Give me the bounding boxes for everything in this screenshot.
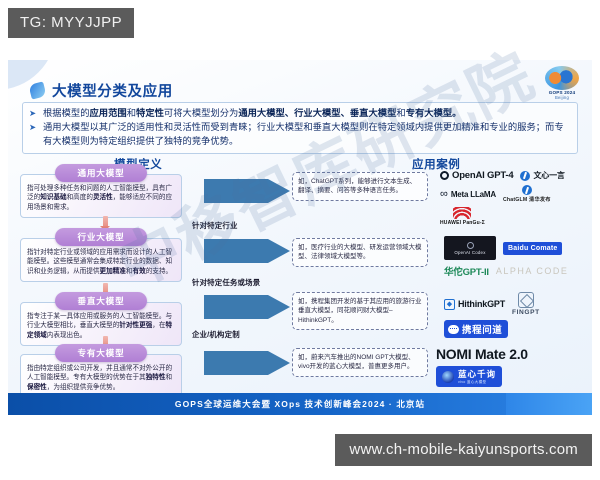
- slide-title-row: 大模型分类及应用: [28, 80, 173, 101]
- flow-chevron-2: [204, 236, 290, 266]
- gops-logo-mark-icon: [545, 66, 579, 90]
- lanxin-orb-icon: [442, 370, 454, 383]
- wenxin-mark-icon: [520, 170, 531, 181]
- column-header-cases: 应用案例: [412, 159, 461, 171]
- fingpt-label: FINGPT: [512, 309, 540, 316]
- fingpt-cube-icon: [517, 292, 534, 308]
- gops-logo-line2: Beijing: [555, 95, 569, 100]
- pill-label-1: 通用大模型: [55, 164, 147, 182]
- flow-chevron-4: [204, 348, 290, 378]
- logo-nomi-mate: NOMI Mate 2.0: [436, 346, 528, 362]
- case-logos-2: OpenAI Codex Baidu Comate 华佗GPT-II ALPHA…: [444, 236, 586, 278]
- case-logos-4: NOMI Mate 2.0 蓝心千询 vivo 蓝心大模型: [436, 346, 586, 387]
- arrow-bullet-icon: ➤: [29, 108, 37, 118]
- huatuo-label: 华佗GPT-II: [444, 267, 489, 278]
- hithink-label: HithinkGPT: [458, 299, 505, 309]
- pill-label-4: 专有大模型: [55, 344, 147, 362]
- case-text-3: 如，携程集团开发的基于其应用的旅游行业垂直大模型，同花顺问财大模型–Hithin…: [292, 292, 428, 331]
- xiecheng-bubble-icon: [448, 324, 459, 334]
- slide-footer-accent: [506, 393, 592, 415]
- definition-text-3: 指专注于某一具体应用或服务的人工智能模型。与行业大模型相比，垂直大模型的针对性更…: [20, 301, 182, 347]
- flow-chevron-1: [204, 176, 290, 206]
- definition-row-2: 行业大模型 指针对特定行业或领域的应用需求而设计的人工智能模型。这些模型通常会集…: [20, 228, 182, 283]
- logo-xiecheng-wendao: 携程问道: [444, 320, 509, 338]
- title-bullet-icon: [28, 81, 47, 100]
- openai-label: OpenAI GPT-4: [452, 170, 514, 181]
- logo-openai: OpenAI GPT-4: [440, 170, 514, 181]
- logo-lanxin-qianxun: 蓝心千询 vivo 蓝心大模型: [436, 366, 503, 387]
- case-text-1: 如，ChatGPT系列，能够进行文本生成、翻译、摘要、问答等多种语言任务。: [292, 172, 428, 201]
- logo-baidu-comate: Baidu Comate: [503, 241, 563, 255]
- slide-title: 大模型分类及应用: [52, 84, 173, 100]
- logo-openai-codex: OpenAI Codex: [444, 236, 496, 260]
- definition-row-4: 专有大模型 指由特定组织或公司开发，并且通常不对外公开的人工智能模型。专有大模型…: [20, 344, 182, 399]
- pill-label-3: 垂直大模型: [55, 292, 147, 310]
- xiecheng-label: 携程问道: [462, 325, 503, 336]
- case-text-2: 如，医疗行业的大模型、研发运营领域大模型、法律领域大模型等。: [292, 238, 428, 267]
- definition-row-1: 通用大模型 指可处理多种任务和问题的人工智能模型，具有广泛的知识基础和高度的灵活…: [20, 164, 182, 219]
- case-logos-3: ◆ HithinkGPT FINGPT 携程问道: [444, 292, 586, 338]
- huawei-flower-icon: [453, 207, 472, 219]
- connector-arrow-1: [100, 216, 110, 231]
- flow-chevron-3: [204, 292, 290, 322]
- wenxin-label: 文心一言: [533, 171, 565, 180]
- slide-canvas: GOPS 2024 Beijing 大模型分类及应用 ➤ 根据模型的应用范围和特…: [8, 60, 592, 415]
- intro-text-1: 根据模型的应用范围和特定性可将大模型划分为通用大模型、行业大模型、垂直大模型和专…: [43, 108, 462, 118]
- slide-footer-band: GOPS全球运维大会暨 XOps 技术创新峰会2024 · 北京站: [8, 393, 592, 415]
- huawei-label: HUAWEI PanGu-Σ: [440, 220, 485, 226]
- openai-codex-mark-icon: [466, 241, 474, 249]
- case-text-4: 如，蔚来汽车推出的NOMI GPT大模型、vivo开发的蓝心大模型，普惠更多用户…: [292, 348, 428, 377]
- logo-alphacode: ALPHA CODE: [496, 266, 569, 276]
- intro-bullet-2: ➤ 通用大模型以其广泛的适用性和灵活性而受到青睐；行业大模型和垂直大模型则在特定…: [29, 121, 571, 148]
- alphacode-label: ALPHA CODE: [495, 266, 569, 276]
- openai-codex-label: OpenAI Codex: [454, 249, 486, 255]
- logo-huawei-pangu: HUAWEI PanGu-Σ: [440, 207, 485, 226]
- telegram-tag-watermark: TG: MYYJJPP: [8, 8, 135, 38]
- url-watermark: www.ch-mobile-kaiyunsports.com: [335, 434, 592, 466]
- definition-row-3: 垂直大模型 指专注于某一具体应用或服务的人工智能模型。与行业大模型相比，垂直大模…: [20, 292, 182, 347]
- meta-infinity-icon: ∞: [440, 188, 448, 200]
- gops-logo-line1: GOPS 2024: [548, 90, 576, 95]
- logo-meta-llama: ∞ Meta LLaMA: [440, 188, 496, 200]
- logo-fingpt: FINGPT: [512, 292, 540, 316]
- intro-text-2: 通用大模型以其广泛的适用性和灵活性而受到青睐；行业大模型和垂直大模型则在特定领域…: [43, 122, 564, 146]
- logo-wenxin: 文心一言: [520, 170, 565, 181]
- lanxin-label: 蓝心千询: [458, 369, 497, 379]
- pill-label-2: 行业大模型: [55, 228, 147, 246]
- gops-logo: GOPS 2024 Beijing: [540, 66, 584, 106]
- logo-hithinkgpt: ◆ HithinkGPT: [444, 298, 505, 310]
- meta-label: Meta LLaMA: [450, 189, 496, 199]
- logo-chatglm: ChatGLM 清华发布: [503, 185, 551, 203]
- arrow-bullet-icon: ➤: [29, 122, 37, 133]
- connector-label-3: 企业/机构定制: [192, 330, 240, 339]
- chatglm-label: ChatGLM 清华发布: [502, 197, 551, 203]
- logo-huatuo-gpt: 华佗GPT-II: [444, 264, 489, 278]
- connector-label-1: 针对特定行业: [192, 221, 238, 230]
- connector-label-2: 针对特定任务或场景: [192, 278, 261, 287]
- chatglm-mark-icon: [521, 185, 532, 195]
- hithink-mark-icon: ◆: [444, 298, 455, 310]
- intro-box: ➤ 根据模型的应用范围和特定性可将大模型划分为通用大模型、行业大模型、垂直大模型…: [22, 102, 578, 155]
- case-logos-1: OpenAI GPT-4 文心一言 ∞ Meta LLaMA ChatGLM 清…: [440, 170, 586, 226]
- intro-bullet-1: ➤ 根据模型的应用范围和特定性可将大模型划分为通用大模型、行业大模型、垂直大模型…: [29, 107, 571, 120]
- lanxin-sublabel: vivo 蓝心大模型: [458, 380, 487, 384]
- openai-mark-icon: [440, 171, 449, 180]
